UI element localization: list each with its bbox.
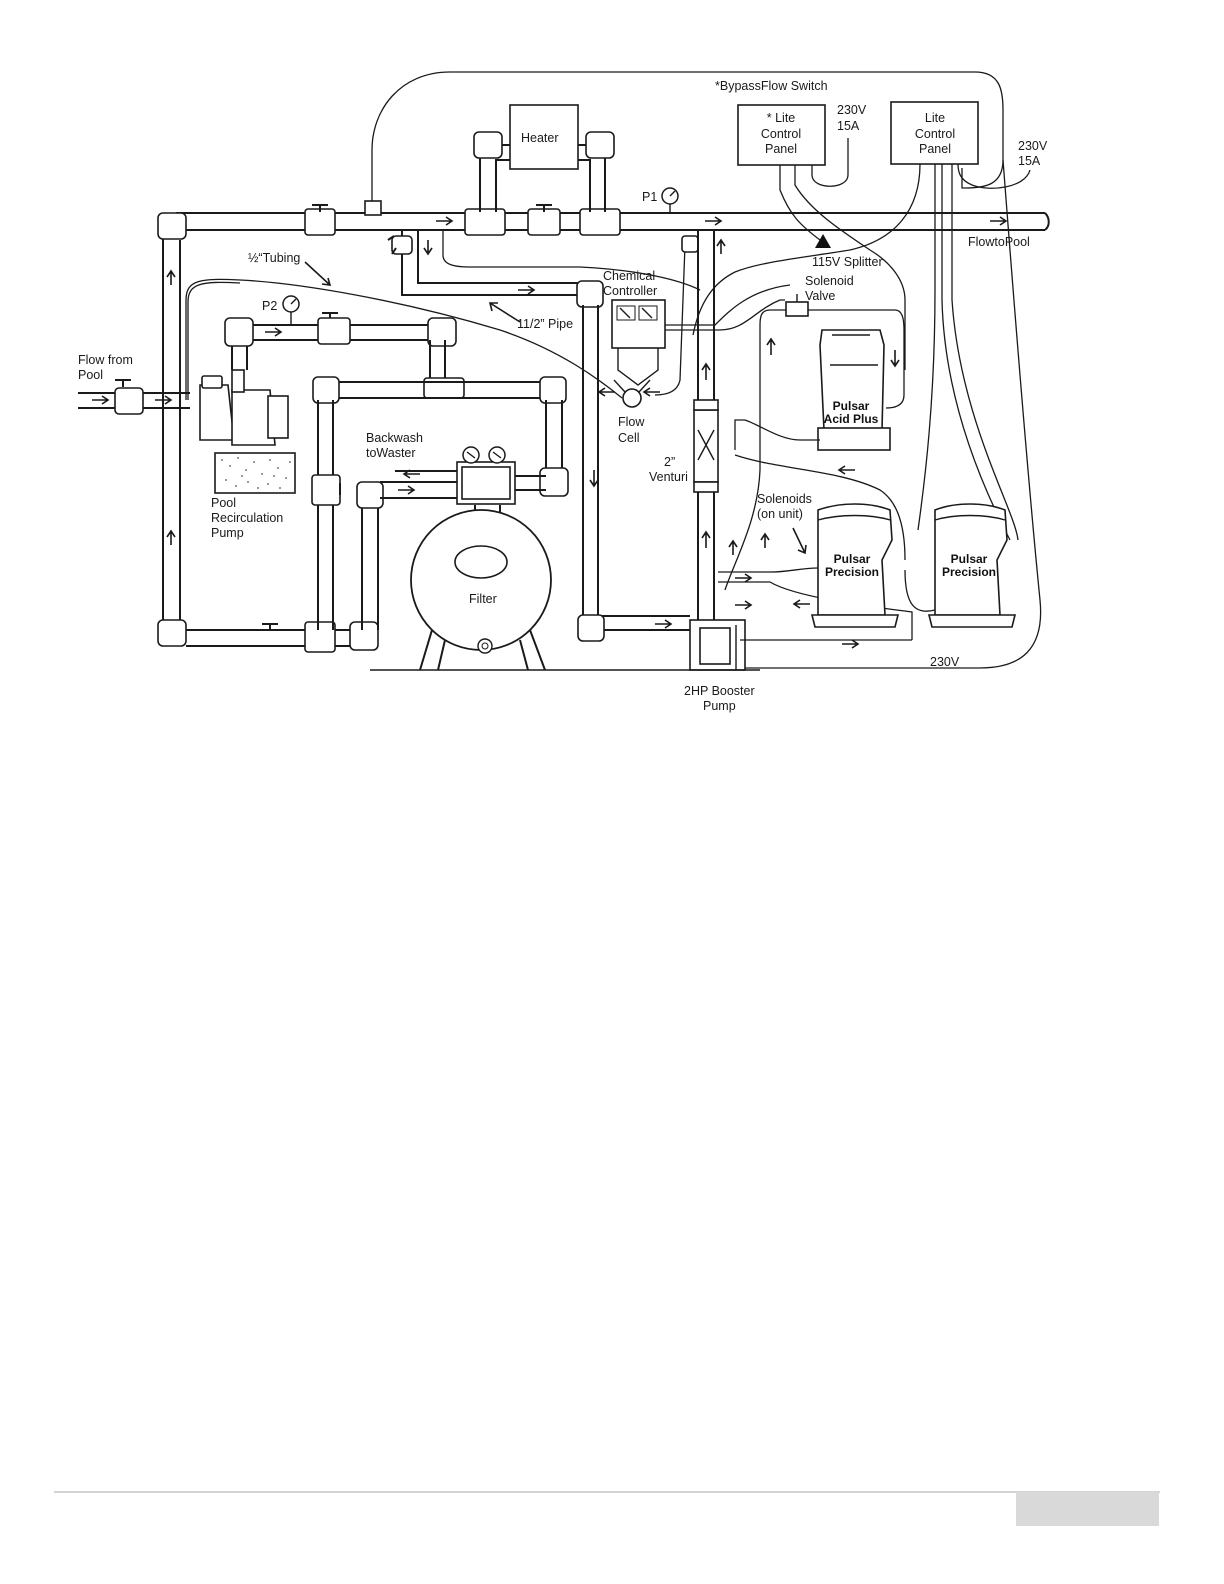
svg-text:2HP Booster: 2HP Booster (684, 684, 755, 698)
svg-text:Flow: Flow (618, 415, 645, 429)
power-wire-loop (371, 71, 1042, 669)
svg-text:2”: 2” (664, 455, 675, 469)
heater: Heater (473, 104, 615, 212)
svg-text:toWaster: toWaster (366, 446, 416, 460)
svg-text:15A: 15A (1018, 154, 1041, 168)
svg-text:Control: Control (915, 127, 955, 141)
half-inch-tubing (185, 261, 623, 400)
pulsar-acid-plus: Pulsar Acid Plus (734, 329, 891, 475)
filter-label: Filter (469, 592, 497, 606)
p1-label: P1 (642, 190, 657, 204)
svg-text:230V: 230V (1018, 139, 1048, 153)
svg-text:Backwash: Backwash (366, 431, 423, 445)
pipe-label: 11/2” Pipe (517, 317, 573, 331)
svg-text:Flow from: Flow from (78, 353, 133, 367)
flow-cell (597, 379, 660, 408)
main-flow-arrows (166, 216, 1008, 545)
booster-pump (689, 619, 746, 671)
svg-text:Pump: Pump (703, 699, 736, 713)
valve-handles (115, 204, 552, 631)
svg-text:(on unit): (on unit) (757, 507, 803, 521)
svg-text:Pump: Pump (211, 526, 244, 540)
lite-control-panel-2: Lite Control Panel (890, 101, 979, 165)
svg-text:Chemical: Chemical (603, 269, 655, 283)
svg-text:Solenoid: Solenoid (805, 274, 854, 288)
svg-text:Acid Plus: Acid Plus (824, 412, 879, 426)
svg-text:Pulsar: Pulsar (834, 552, 871, 566)
splitter-label: 115V Splitter (812, 255, 883, 269)
svg-text:Controller: Controller (603, 284, 657, 298)
precision-feed-lines (718, 454, 936, 649)
svg-text:Panel: Panel (919, 142, 951, 156)
svg-text:Pool: Pool (78, 368, 103, 382)
svg-text:P2: P2 (262, 299, 277, 313)
svg-text:Pulsar: Pulsar (951, 552, 988, 566)
svg-text:* Lite: * Lite (767, 111, 796, 125)
bypass-flow-switch-label: *BypassFlow Switch (715, 79, 828, 93)
chemical-controller (611, 284, 791, 386)
svg-text:Recirculation: Recirculation (211, 511, 283, 525)
svg-text:Precision: Precision (942, 565, 996, 579)
p1-gauge: P1 (642, 187, 679, 213)
svg-text:Control: Control (761, 127, 801, 141)
svg-text:Cell: Cell (618, 431, 640, 445)
recirculation-pump-plumbing (78, 295, 569, 630)
footer-rule (54, 1491, 1160, 1493)
heater-label: Heater (521, 131, 559, 145)
svg-text:Pool: Pool (211, 496, 236, 510)
svg-text:Precision: Precision (825, 565, 879, 579)
svg-text:Valve: Valve (805, 289, 835, 303)
pool-plumbing-diagram: Heater P1 FlowtoPool * Lite Control Pane… (78, 71, 1050, 713)
tubing-label: ½“Tubing (248, 251, 300, 265)
svg-text:Solenoids: Solenoids (757, 492, 812, 506)
one-half-inch-pipe (387, 230, 690, 642)
pulsar-precision-1: Pulsar Precision (810, 503, 900, 628)
main-supply-pipe (157, 200, 1050, 653)
svg-text:Pulsar: Pulsar (833, 399, 870, 413)
pulsar-precision-2: Pulsar Precision (927, 503, 1017, 628)
solenoid-valve (724, 294, 905, 591)
venturi-line (693, 230, 719, 620)
footer-tab (1016, 1492, 1159, 1526)
lite-control-panel-1: * Lite Control Panel (737, 104, 826, 166)
svg-text:15A: 15A (837, 119, 860, 133)
power-bottom-label: 230V (930, 655, 960, 669)
flow-to-pool-label: FlowtoPool (968, 235, 1030, 249)
svg-text:Panel: Panel (765, 142, 797, 156)
svg-text:230V: 230V (837, 103, 867, 117)
svg-text:Lite: Lite (925, 111, 945, 125)
sand-filter (356, 446, 760, 671)
svg-text:Venturi: Venturi (649, 470, 688, 484)
